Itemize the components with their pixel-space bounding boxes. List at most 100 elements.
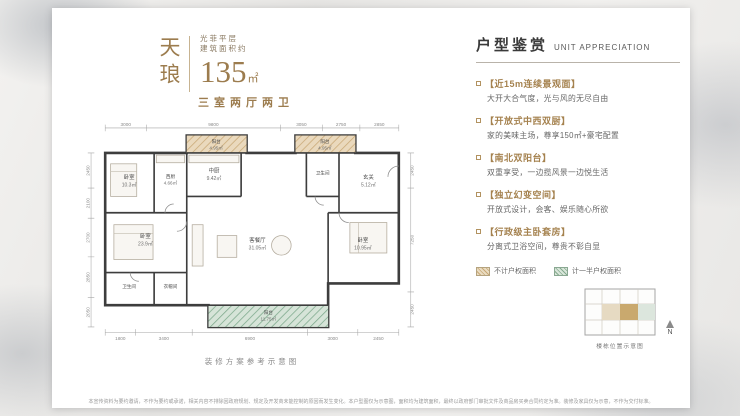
bullet-square-icon [476, 229, 481, 234]
tagline-line1: 光菲平层 [200, 34, 238, 43]
feature-tag: 【行政级主卧套房】 [485, 227, 571, 237]
room-area-label: 23.9㎡ [138, 240, 153, 247]
title-divider [476, 62, 680, 63]
brand-block: 天琅 光菲平层 建筑面积约 135㎡ [157, 34, 259, 96]
room-area-label: 4.95㎡ [318, 145, 332, 151]
compass-label: N [667, 329, 673, 336]
feature-tag: 【南北双阳台】 [485, 153, 552, 163]
plan-caption: 装修方案参考示意图 [204, 357, 300, 366]
dim-label: 2050 [85, 307, 90, 318]
balcony-hatch-bottom [208, 305, 329, 327]
dim-label: 2850 [85, 272, 90, 283]
legend-label: 计一半户权面积 [572, 268, 621, 275]
brand-name: 天琅 [157, 36, 181, 90]
feature-desc: 分离式卫浴空间，尊贵不彰自显 [487, 242, 601, 251]
feature-tag: 【独立幻变空间】 [485, 190, 562, 200]
dim-label: 3000 [121, 122, 132, 127]
disclaimer-text: 本宣传资料为要约邀请，不作为要约或承诺，相关内容不排除因政府规划、规定及开发商未… [88, 399, 654, 405]
room-area-label: 4.95㎡ [209, 145, 223, 151]
feature-item: 【行政级主卧套房】 分离式卫浴空间，尊贵不彰自显 [476, 225, 680, 252]
feature-desc: 双重享受，一边揽风景一边悦生活 [487, 168, 609, 177]
feature-desc: 大开大合气度，光与风的无尽自由 [487, 94, 609, 103]
feature-item: 【近15m连续景观面】 大开大合气度，光与风的无尽自由 [476, 77, 680, 104]
room-name-label: 卧室 [358, 236, 369, 244]
main-card: 天琅 光菲平层 建筑面积约 135㎡ 三室两厅两卫 [52, 8, 690, 408]
minimap-row: 楼栋位置示意图 N [476, 288, 680, 350]
room-name-label: 卫生间 [316, 170, 330, 177]
room-area-label: 11.75㎡ [261, 315, 277, 321]
bullet-square-icon [476, 192, 481, 197]
feature-item: 【开放式中西双厨】 家的美味主场，尊享150㎡+豪宅配置 [476, 114, 680, 141]
room-labels: 阳台 4.95㎡ 阳台 4.95㎡ 卧室 10.3㎡ 西厨 4.66㎡ 中厨 9… [122, 138, 376, 321]
panel-title-cn: 户型鉴赏 [476, 37, 549, 54]
feature-item: 【南北双阳台】 双重享受，一边揽风景一边悦生活 [476, 151, 680, 178]
layout-type-label: 三室两厅两卫 [198, 97, 294, 109]
dim-label: 7250 [409, 234, 414, 245]
panel-title: 户型鉴赏 UNIT APPRECIATION [476, 34, 680, 55]
dim-label: 6900 [245, 336, 256, 341]
legend-item: 计一半户权面积 [554, 266, 621, 276]
dimension-labels: 3000 9800 3050 2750 2850 2450 2100 2700 … [85, 122, 414, 341]
beige-hatch-swatch [476, 266, 490, 276]
room-area-label: 31.05㎡ [249, 245, 267, 252]
dim-label: 3000 [328, 336, 339, 341]
dim-label: 2450 [85, 165, 90, 176]
room-area-label: 4.66㎡ [164, 179, 178, 185]
dim-label: 2450 [409, 165, 414, 176]
dim-label: 2450 [409, 304, 414, 315]
dim-label: 2700 [85, 232, 90, 243]
room-name-label: 阳台 [212, 138, 222, 145]
room-name-label: 西厨 [166, 174, 176, 180]
room-area-label: 9.42㎡ [207, 175, 222, 182]
legend-label: 不计户权面积 [494, 268, 536, 275]
room-area-label: 10.95㎡ [354, 245, 372, 252]
feature-tag: 【开放式中西双厨】 [485, 116, 571, 126]
building-position-map [584, 288, 656, 336]
room-name-label: 客餐厅 [249, 236, 266, 244]
feature-desc: 开放式设计，会客、娱乐随心所欲 [487, 205, 609, 214]
room-area-label: 10.3㎡ [122, 182, 137, 189]
tagline-line2: 建筑面积约 [200, 44, 248, 53]
area-value: 135㎡ [200, 55, 259, 96]
minimap-block: 楼栋位置示意图 [584, 288, 656, 350]
dim-label: 1800 [115, 336, 126, 341]
dimension-lines [87, 124, 415, 336]
dim-label: 3050 [296, 122, 307, 127]
bullet-square-icon [476, 155, 481, 160]
inner-walls [105, 152, 399, 307]
floorplan-svg: 阳台 4.95㎡ 阳台 4.95㎡ 卧室 10.3㎡ 西厨 4.66㎡ 中厨 9… [85, 122, 415, 341]
brand-divider [189, 36, 190, 92]
bullet-square-icon [476, 81, 481, 86]
area-block: 光菲平层 建筑面积约 135㎡ [200, 34, 259, 96]
dim-label: 2100 [85, 198, 90, 209]
green-hatch-swatch [554, 266, 568, 276]
appreciation-panel: 户型鉴赏 UNIT APPRECIATION 【近15m连续景观面】 大开大合气… [476, 34, 680, 350]
dim-label: 9800 [208, 122, 219, 127]
room-name-label: 玄关 [363, 173, 374, 181]
room-name-label: 卧室 [140, 232, 151, 240]
feature-tag: 【近15m连续景观面】 [485, 79, 581, 89]
balcony-hatch-top-right [295, 135, 356, 153]
room-name-label: 阳台 [264, 309, 274, 316]
room-area-label: 5.12㎡ [361, 182, 376, 189]
bullet-square-icon [476, 118, 481, 123]
furniture-layer [110, 154, 388, 267]
area-unit: ㎡ [247, 73, 259, 85]
minimap-caption: 楼栋位置示意图 [596, 344, 644, 350]
legend-item: 不计户权面积 [476, 266, 536, 276]
balcony-hatch-top-left [186, 135, 247, 153]
feature-desc: 家的美味主场，尊享150㎡+豪宅配置 [487, 131, 620, 140]
room-name-label: 卧室 [124, 173, 135, 181]
compass-icon: N [666, 320, 674, 336]
room-name-label: 中厨 [209, 167, 220, 175]
dim-label: 2850 [374, 122, 385, 127]
feature-item: 【独立幻变空间】 开放式设计，会客、娱乐随心所欲 [476, 188, 680, 215]
dim-label: 2450 [373, 336, 384, 341]
area-legend: 不计户权面积 计一半户权面积 [476, 266, 680, 276]
compass-needle [666, 320, 674, 328]
dim-label: 2750 [336, 122, 347, 127]
panel-title-en: UNIT APPRECIATION [554, 43, 651, 52]
room-name-label: 衣帽间 [164, 283, 178, 290]
room-name-label: 卫生间 [122, 283, 136, 290]
room-name-label: 阳台 [320, 138, 330, 145]
